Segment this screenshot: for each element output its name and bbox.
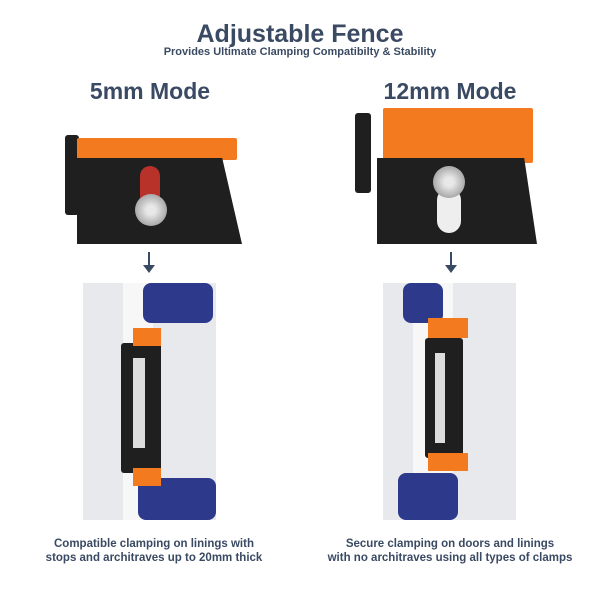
fence-12mm-image <box>355 108 540 245</box>
arrow-down-icon <box>148 252 150 266</box>
caption-line: Secure clamping on doors and linings <box>345 538 555 550</box>
arrow-down-icon <box>143 265 155 273</box>
clamping-5mm-photo <box>83 283 216 520</box>
caption-line: with no architraves using all types of c… <box>327 552 573 564</box>
caption-line: Compatible clamping on linings with <box>54 538 254 550</box>
page-title: Adjustable Fence <box>196 20 404 48</box>
arrow-down-icon <box>450 252 452 266</box>
mode-title-12mm: 12mm Mode <box>383 78 517 104</box>
arrow-down-icon <box>445 265 457 273</box>
page-subtitle: Provides Ultimate Clamping Compatibilty … <box>163 46 437 58</box>
fence-5mm-image <box>65 130 245 245</box>
caption-5mm: Compatible clamping on linings with stop… <box>4 537 304 565</box>
clamping-12mm-photo <box>383 283 516 520</box>
caption-line: stops and architraves up to 20mm thick <box>45 552 263 564</box>
caption-12mm: Secure clamping on doors and linings wit… <box>300 537 600 565</box>
mode-title-5mm: 5mm Mode <box>89 78 211 104</box>
